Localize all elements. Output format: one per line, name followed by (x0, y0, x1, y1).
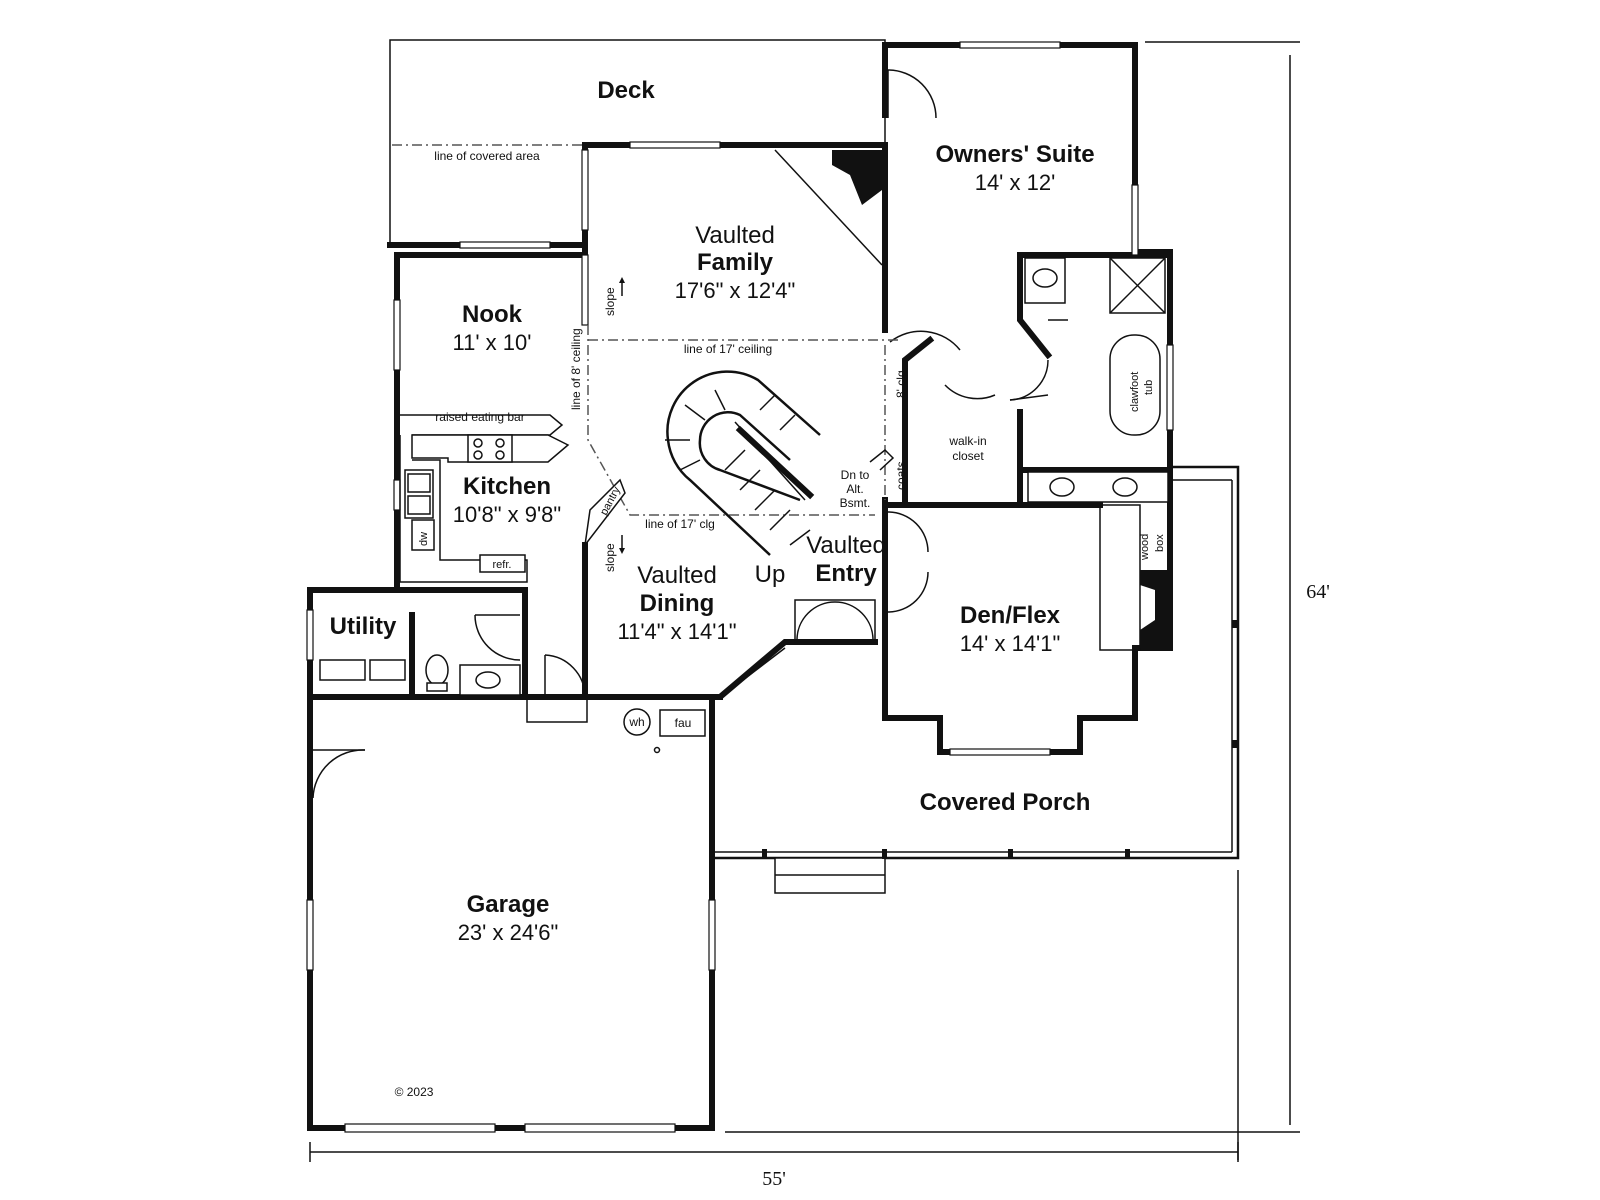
water-heater-label: wh (628, 715, 644, 729)
doors (312, 69, 1049, 799)
stair-down-note-2: Alt. (846, 482, 863, 496)
family-dim: 17'6" x 12'4" (675, 278, 796, 303)
entry-prefix: Vaulted (806, 532, 886, 559)
nook-dim: 11' x 10' (453, 330, 532, 355)
den-dim: 14' x 14'1" (960, 631, 1061, 656)
stair-down-note-3: Bsmt. (840, 496, 871, 510)
dining-prefix: Vaulted (637, 562, 717, 589)
dishwasher-label: dw (418, 532, 430, 546)
staircase (665, 370, 821, 556)
walkin-closet-note-2: closet (952, 449, 984, 463)
utility-fixtures (319, 654, 521, 696)
clawfoot-tub-note-2: tub (1143, 380, 1155, 395)
width-dimension-label: 55' (762, 1168, 786, 1190)
covered-porch-label: Covered Porch (920, 789, 1091, 816)
wood-box-note-2: box (1154, 534, 1166, 552)
garage-dim: 23' x 24'6" (458, 920, 559, 945)
copyright-label: © 2023 (395, 1085, 434, 1099)
slope-note-family: slope (603, 287, 617, 316)
kitchen-counters (399, 414, 626, 583)
coats-label: coats (894, 461, 908, 490)
owners-bath-fixtures (1024, 257, 1169, 503)
garage (344, 708, 706, 1133)
kitchen-dim: 10'8" x 9'8" (453, 502, 561, 527)
entry-label: Entry (815, 560, 877, 587)
dimension-lines (309, 41, 1300, 1162)
kitchen-label: Kitchen (463, 473, 551, 500)
ceiling-8-clg-note: 8' clg (894, 370, 908, 398)
stair-down-note-1: Dn to (841, 468, 870, 482)
raised-eating-bar-note: raised eating bar (435, 410, 524, 424)
covered-porch (712, 465, 1240, 894)
depth-dimension-label: 64' (1306, 581, 1330, 603)
family-label: Family (697, 249, 774, 276)
family-prefix: Vaulted (695, 222, 775, 249)
owners-suite-label: Owners' Suite (935, 141, 1094, 168)
deck-label: Deck (597, 77, 655, 104)
clawfoot-tub-note-1: clawfoot (1129, 372, 1141, 412)
nook-label: Nook (462, 301, 523, 328)
dining-dim: 11'4" x 14'1" (617, 619, 736, 644)
utility-label: Utility (330, 613, 397, 640)
ceiling-17-note: line of 17' ceiling (684, 342, 772, 356)
windows (306, 41, 1174, 971)
refrigerator-label: refr. (493, 559, 512, 571)
ceiling-lines (587, 325, 900, 516)
fireplaces (774, 149, 1170, 651)
slope-note-dining: slope (603, 543, 617, 572)
wood-box-note-1: wood (1139, 534, 1151, 561)
furnace-label: fau (675, 716, 692, 730)
den-label: Den/Flex (960, 602, 1061, 629)
ceiling-17-clg-note: line of 17' clg (645, 517, 715, 531)
ceiling-8-note: line of 8' ceiling (569, 328, 583, 410)
walls (307, 42, 1173, 1131)
walkin-closet-note-1: walk-in (948, 434, 986, 448)
owners-suite-dim: 14' x 12' (975, 170, 1056, 195)
garage-label: Garage (467, 891, 550, 918)
stair-up-label: Up (755, 561, 786, 588)
covered-area-note: line of covered area (434, 149, 540, 163)
dining-label: Dining (640, 590, 715, 617)
